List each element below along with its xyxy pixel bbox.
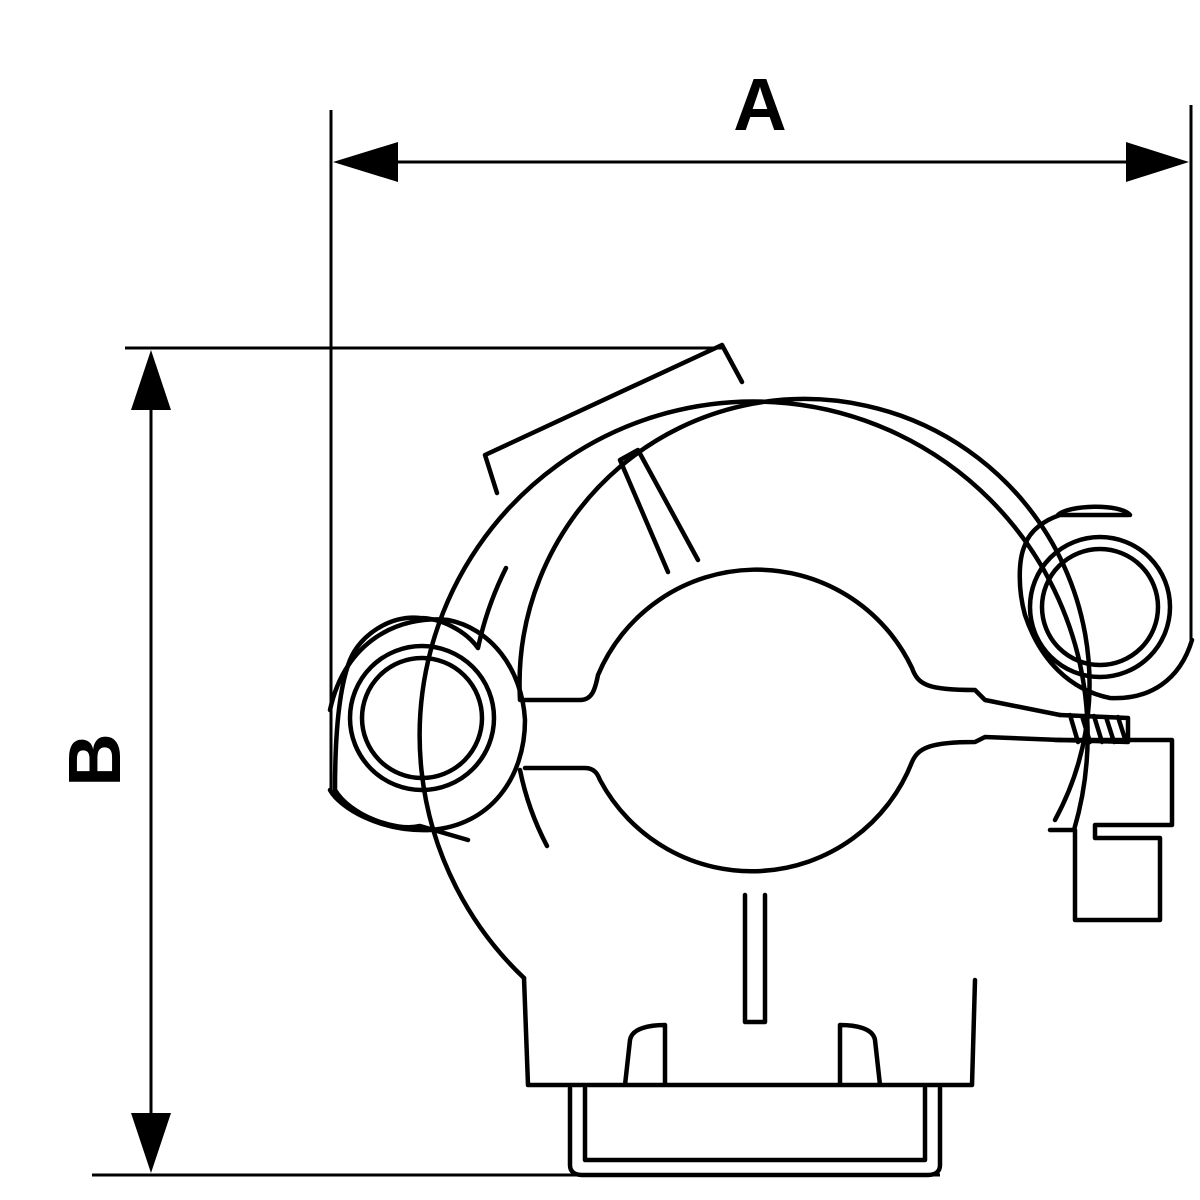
bottom-collar [567, 1085, 943, 1178]
arrowhead-bottom-b [131, 1113, 171, 1173]
right-bolt-inner [1039, 546, 1161, 668]
dimension-b [92, 346, 940, 1177]
left-bolt-inner [359, 655, 485, 781]
dimension-label-b: B [53, 733, 136, 786]
arrowhead-left-a [333, 142, 398, 182]
dimension-label-a: A [733, 63, 786, 146]
arrowhead-right-a [1126, 142, 1189, 182]
left-lug [327, 617, 528, 833]
right-lug [1017, 512, 1195, 701]
right-lug-top [1055, 504, 1133, 518]
threaded-section [1057, 712, 1131, 745]
clamp-part [327, 342, 1195, 1178]
center-bore [522, 567, 1063, 874]
top-clip-tab [482, 342, 745, 496]
left-bolt-outer [347, 643, 497, 793]
right-body-block [1047, 737, 1175, 923]
outer-body-contour [332, 399, 1090, 981]
dimension-a [329, 105, 1193, 790]
inner-ring [517, 396, 1092, 849]
bottom-rib [742, 892, 768, 1025]
arrowhead-top-b [131, 350, 171, 410]
bottom-base [521, 975, 978, 1088]
top-rib [617, 447, 701, 575]
right-bolt-outer [1027, 534, 1173, 680]
